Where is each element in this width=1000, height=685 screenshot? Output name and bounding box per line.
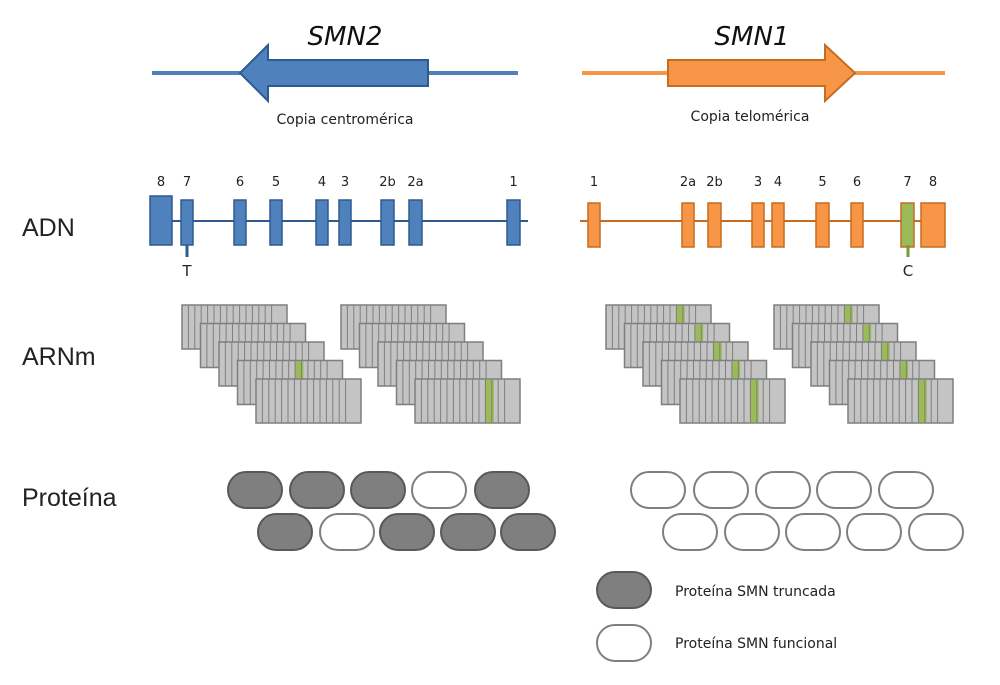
smn2-exon-4	[315, 199, 329, 246]
smn2-exon-2b	[380, 199, 395, 246]
smn2-protein-truncated	[289, 471, 345, 509]
smn1-protein-functional	[785, 513, 841, 551]
legend-truncated-label: Proteína SMN truncada	[675, 584, 836, 600]
mrna-transcript	[679, 378, 786, 424]
smn1-exon-label-3: 3	[754, 175, 762, 190]
smn2-arrow-icon	[238, 42, 429, 104]
legend-functional-swatch	[596, 624, 652, 662]
smn2-exon-label-4: 4	[318, 175, 326, 190]
smn1-protein-functional	[724, 513, 780, 551]
smn1-exon-5	[815, 202, 830, 248]
smn2-protein-functional	[319, 513, 375, 551]
smn2-protein-functional	[411, 471, 467, 509]
smn1-protein-functional	[908, 513, 964, 551]
smn1-exon-label-8: 8	[929, 175, 937, 190]
smn1-exon-label-2a: 2a	[680, 175, 696, 190]
smn1-caption: Copia telomérica	[691, 109, 810, 125]
smn1-protein-functional	[816, 471, 872, 509]
smn2-exon-7	[180, 199, 194, 246]
smn1-exon-2b	[707, 202, 722, 248]
smn1-protein-functional	[878, 471, 934, 509]
smn1-variant-label: C	[903, 262, 913, 280]
legend-truncated-swatch	[596, 571, 652, 609]
smn2-variant-label: T	[181, 262, 192, 280]
mrna-stack-smn1-b	[773, 304, 954, 424]
smn1-protein-functional	[755, 471, 811, 509]
mrna-transcript	[414, 378, 521, 424]
smn1-exon-label-7: 7	[903, 175, 911, 190]
mrna-stack-smn1-a	[605, 304, 786, 424]
smn1-gene-arrow	[582, 42, 945, 104]
smn1-protein-functional	[693, 471, 749, 509]
smn1-exon-1	[587, 202, 601, 248]
smn2-exon-label-5: 5	[272, 175, 280, 190]
smn2-protein-truncated	[257, 513, 313, 551]
smn2-exon-1	[506, 199, 521, 246]
smn2-exon-label-8: 8	[157, 175, 165, 190]
smn2-exon-label-2b: 2b	[379, 175, 396, 190]
smn2-caption: Copia centromérica	[276, 112, 413, 128]
smn2-exon-8	[149, 195, 173, 246]
mrna-transcript	[255, 378, 362, 424]
smn1-exon-6	[850, 202, 864, 248]
smn1-exon-label-2b: 2b	[706, 175, 723, 190]
smn2-protein-truncated	[500, 513, 556, 551]
smn1-protein-functional	[662, 513, 718, 551]
smn2-gene-arrow	[152, 42, 518, 104]
row-label-dna: ADN	[22, 214, 75, 242]
smn2-exon-label-2a: 2a	[407, 175, 423, 190]
smn2-exon-label-1: 1	[509, 175, 517, 190]
legend: Proteína SMN truncada Proteína SMN funci…	[596, 571, 837, 662]
smn2-exon-6	[233, 199, 247, 246]
smn1-exon-label-1: 1	[590, 175, 598, 190]
smn2-exon-label-7: 7	[183, 175, 191, 190]
smn2-exon-3	[338, 199, 352, 246]
smn1-exon-label-6: 6	[853, 175, 861, 190]
smn1-exon-label-4: 4	[774, 175, 782, 190]
smn1-exon-4	[771, 202, 785, 248]
protein-pills	[227, 471, 964, 551]
smn2-exon-label-3: 3	[341, 175, 349, 190]
mrna-transcript	[847, 378, 954, 424]
smn1-exon-2a	[681, 202, 695, 248]
smn1-protein-functional	[846, 513, 902, 551]
legend-functional-label: Proteína SMN funcional	[675, 636, 837, 652]
smn2-title: SMN2	[308, 22, 383, 52]
smn1-title: SMN1	[715, 22, 790, 52]
smn2-protein-truncated	[440, 513, 496, 551]
smn1-protein-functional	[630, 471, 686, 509]
row-label-protein: Proteína	[22, 484, 117, 512]
smn2-protein-truncated	[227, 471, 283, 509]
smn2-protein-truncated	[474, 471, 530, 509]
smn1-exon-3	[751, 202, 765, 248]
smn2-exon-2a	[408, 199, 423, 246]
mrna-stack-smn2-b	[340, 304, 521, 424]
smn2-protein-truncated	[350, 471, 406, 509]
row-label-mrna: ARNm	[22, 343, 96, 371]
smn1-exon-label-5: 5	[818, 175, 826, 190]
mrna-stacks	[181, 304, 954, 424]
mrna-stack-smn2-a	[181, 304, 362, 424]
smn2-exon-5	[269, 199, 283, 246]
smn2-protein-truncated	[379, 513, 435, 551]
smn1-exon-7	[900, 202, 915, 248]
smn1-exon-8	[920, 202, 946, 248]
smn1-arrow-icon	[667, 42, 857, 104]
smn2-exon-label-6: 6	[236, 175, 244, 190]
